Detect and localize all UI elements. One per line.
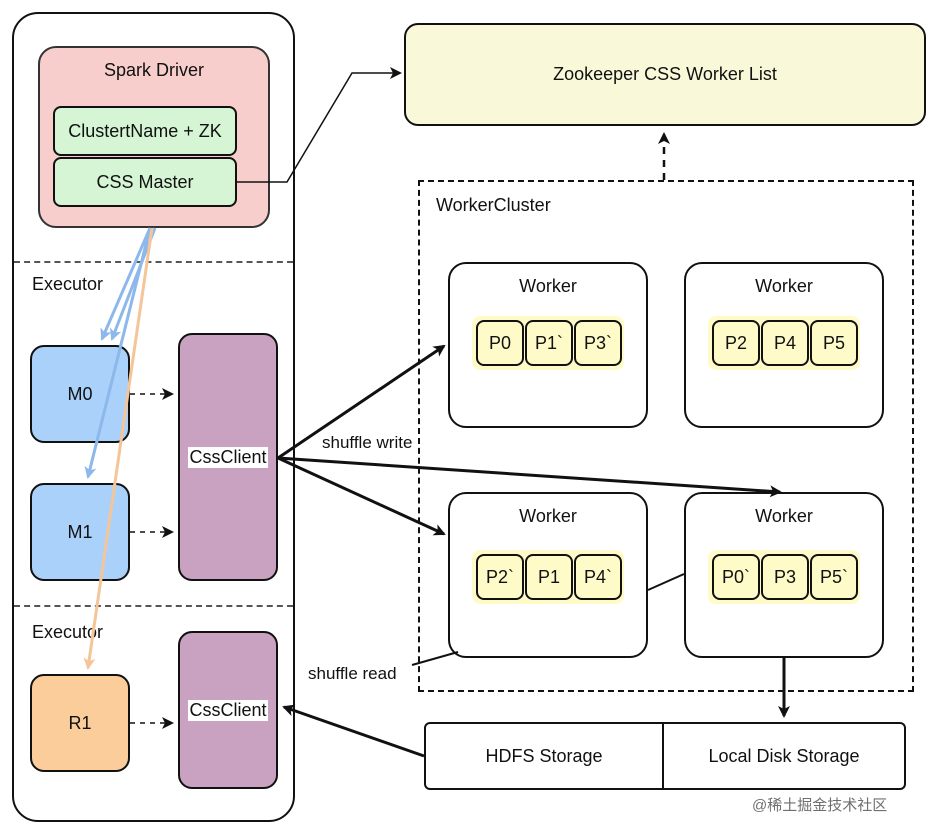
executor-divider-2 — [14, 605, 293, 607]
partition-cell: P5 — [810, 320, 858, 366]
executor-divider-1 — [14, 261, 293, 263]
css-client-1-label: CssClient — [188, 446, 268, 468]
partition-cell: P0 — [476, 320, 524, 366]
hdfs-to-client-edge — [282, 704, 425, 758]
worker-node: Worker P0 P1` P3` — [448, 262, 648, 428]
executor-2-label: Executor — [32, 622, 104, 642]
partition-cell: P4 — [761, 320, 809, 366]
reduce-task-r1: R1 — [30, 674, 130, 772]
partition-cell: P2` — [476, 554, 524, 600]
shuffle-read-label: shuffle read — [306, 664, 399, 684]
watermark-text: @稀土掘金技术社区 — [752, 797, 888, 814]
map-task-m0: M0 — [30, 345, 130, 443]
zookeeper-worker-list: Zookeeper CSS Worker List — [404, 23, 926, 126]
cluster-name-zk-box: ClustertName + ZK — [53, 106, 237, 156]
local-disk-storage-box: Local Disk Storage — [662, 722, 906, 790]
css-client-box-2: CssClient — [178, 631, 278, 789]
css-client-2-label: CssClient — [188, 699, 268, 721]
partition-cell: P3` — [574, 320, 622, 366]
worker-node: Worker P2` P1 P4` — [448, 492, 648, 658]
partition-cell: P0` — [712, 554, 760, 600]
partition-cell: P5` — [810, 554, 858, 600]
shuffle-write-label: shuffle write — [320, 433, 415, 453]
worker-node: Worker P0` P3 P5` — [684, 492, 884, 658]
hdfs-storage-box: HDFS Storage — [424, 722, 664, 790]
worker-title: Worker — [519, 506, 577, 526]
worker-title: Worker — [755, 276, 813, 296]
partition-cell: P2 — [712, 320, 760, 366]
partition-cell: P1` — [525, 320, 573, 366]
executor-1-label: Executor — [32, 274, 104, 294]
css-client-box-1: CssClient — [178, 333, 278, 581]
map-task-m1: M1 — [30, 483, 130, 581]
worker-cluster-label: WorkerCluster — [436, 195, 551, 215]
partition-cell: P4` — [574, 554, 622, 600]
worker-title: Worker — [519, 276, 577, 296]
partition-cell: P1 — [525, 554, 573, 600]
partition-cell: P3 — [761, 554, 809, 600]
spark-driver-title: Spark Driver — [103, 60, 205, 80]
worker-title: Worker — [755, 506, 813, 526]
css-master-box: CSS Master — [53, 157, 237, 207]
worker-node: Worker P2 P4 P5 — [684, 262, 884, 428]
